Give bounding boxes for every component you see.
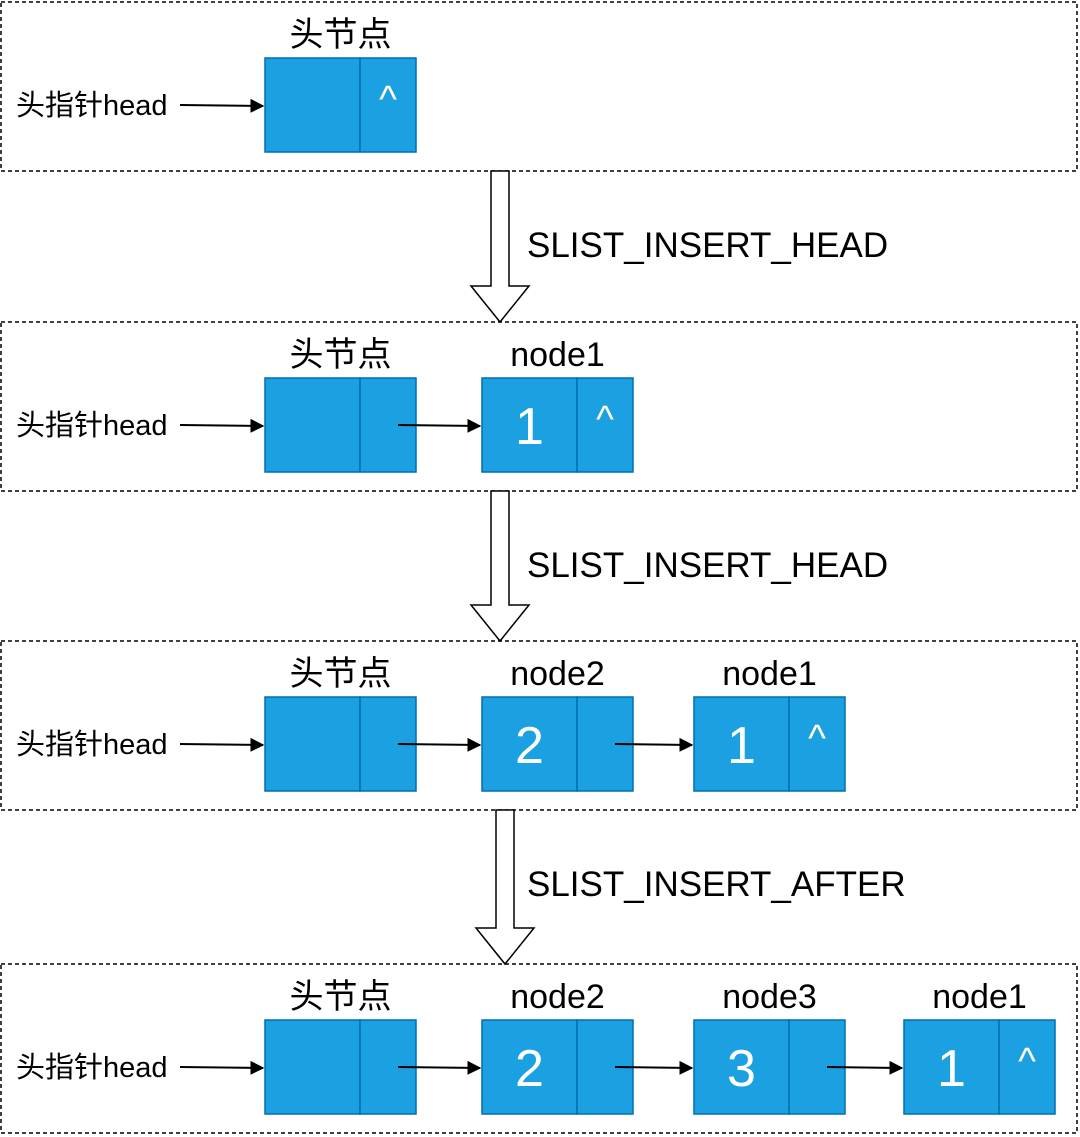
- head-pointer-label: 头指针head: [16, 1051, 168, 1084]
- stage-panel-3: 头指针head 头节点 node2 2 node1 1 ^: [0, 640, 1078, 811]
- node-value: 2: [515, 717, 544, 775]
- list-node-node3: node3 3: [693, 978, 904, 1115]
- node-title: node2: [510, 978, 605, 1016]
- head-node: 头节点: [264, 655, 482, 792]
- operation-label: SLIST_INSERT_HEAD: [527, 546, 888, 585]
- head-node: 头节点 ^: [264, 16, 417, 153]
- operation-label: SLIST_INSERT_AFTER: [527, 865, 906, 904]
- node-value: 1: [727, 717, 756, 775]
- null-pointer-symbol: ^: [596, 399, 614, 441]
- data-cell: [481, 377, 578, 473]
- data-cell: [693, 1019, 790, 1115]
- node-value: 1: [937, 1040, 966, 1098]
- stage-panel-1: 头指针head 头节点 ^: [0, 1, 1078, 172]
- list-node-node2: node2 2: [481, 978, 694, 1115]
- operation-transition-2: SLIST_INSERT_HEAD: [469, 490, 888, 643]
- list-node-node1: node1 1 ^: [693, 655, 846, 792]
- head-pointer-label: 头指针head: [16, 409, 168, 442]
- operation-label: SLIST_INSERT_HEAD: [527, 226, 888, 265]
- next-link-arrow: [397, 1060, 482, 1075]
- node-title: node1: [932, 978, 1027, 1016]
- head-node: 头节点: [264, 336, 482, 473]
- data-cell: [481, 696, 578, 792]
- next-link-arrow: [397, 737, 482, 752]
- null-pointer-symbol: ^: [808, 718, 826, 760]
- null-pointer-symbol: ^: [379, 79, 397, 121]
- node-title: 头节点: [290, 336, 392, 374]
- node-title: node2: [510, 655, 605, 693]
- operation-transition-3: SLIST_INSERT_AFTER: [474, 809, 906, 966]
- next-link-arrow: [826, 1060, 904, 1075]
- node-value: 3: [727, 1040, 756, 1098]
- next-link-arrow: [397, 418, 482, 433]
- node-value: 2: [515, 1040, 544, 1098]
- data-cell: [264, 1019, 361, 1115]
- null-pointer-symbol: ^: [1018, 1041, 1036, 1083]
- down-arrow-icon: [469, 170, 531, 324]
- data-cell: [903, 1019, 1000, 1115]
- data-cell: [264, 377, 361, 473]
- operation-transition-1: SLIST_INSERT_HEAD: [469, 170, 888, 324]
- data-cell: [264, 57, 361, 153]
- head-pointer-label: 头指针head: [16, 728, 168, 761]
- list-node-node1: node1 1 ^: [481, 336, 634, 473]
- head-node: 头节点: [264, 978, 482, 1115]
- node-title: node3: [722, 978, 817, 1016]
- node-title: 头节点: [290, 16, 392, 54]
- node-title: node1: [722, 655, 817, 693]
- next-pointer-cell: [576, 377, 634, 473]
- down-arrow-icon: [469, 490, 531, 643]
- data-cell: [264, 696, 361, 792]
- node-title: 头节点: [290, 978, 392, 1016]
- head-pointer-arrow: [179, 737, 265, 752]
- node-title: 头节点: [290, 655, 392, 693]
- data-cell: [481, 1019, 578, 1115]
- next-pointer-cell: [359, 57, 417, 153]
- next-link-arrow: [614, 737, 694, 752]
- head-pointer-arrow: [179, 1060, 265, 1075]
- next-link-arrow: [614, 1060, 694, 1075]
- next-pointer-cell: [998, 1019, 1056, 1115]
- stage-panel-4: 头指针head 头节点 node2 2 node3 3 node1 1 ^: [0, 963, 1078, 1134]
- next-pointer-cell: [788, 696, 846, 792]
- node-value: 1: [515, 398, 544, 456]
- head-pointer-label: 头指针head: [16, 89, 168, 122]
- head-pointer-arrow: [179, 98, 265, 113]
- stage-panel-2: 头指针head 头节点 node1 1 ^: [0, 321, 1078, 492]
- down-arrow-icon: [474, 809, 536, 966]
- list-node-node2: node2 2: [481, 655, 694, 792]
- dashed-frame: [0, 1, 1078, 172]
- node-title: node1: [510, 336, 605, 374]
- head-pointer-arrow: [179, 418, 265, 433]
- data-cell: [693, 696, 790, 792]
- list-node-node1: node1 1 ^: [903, 978, 1056, 1115]
